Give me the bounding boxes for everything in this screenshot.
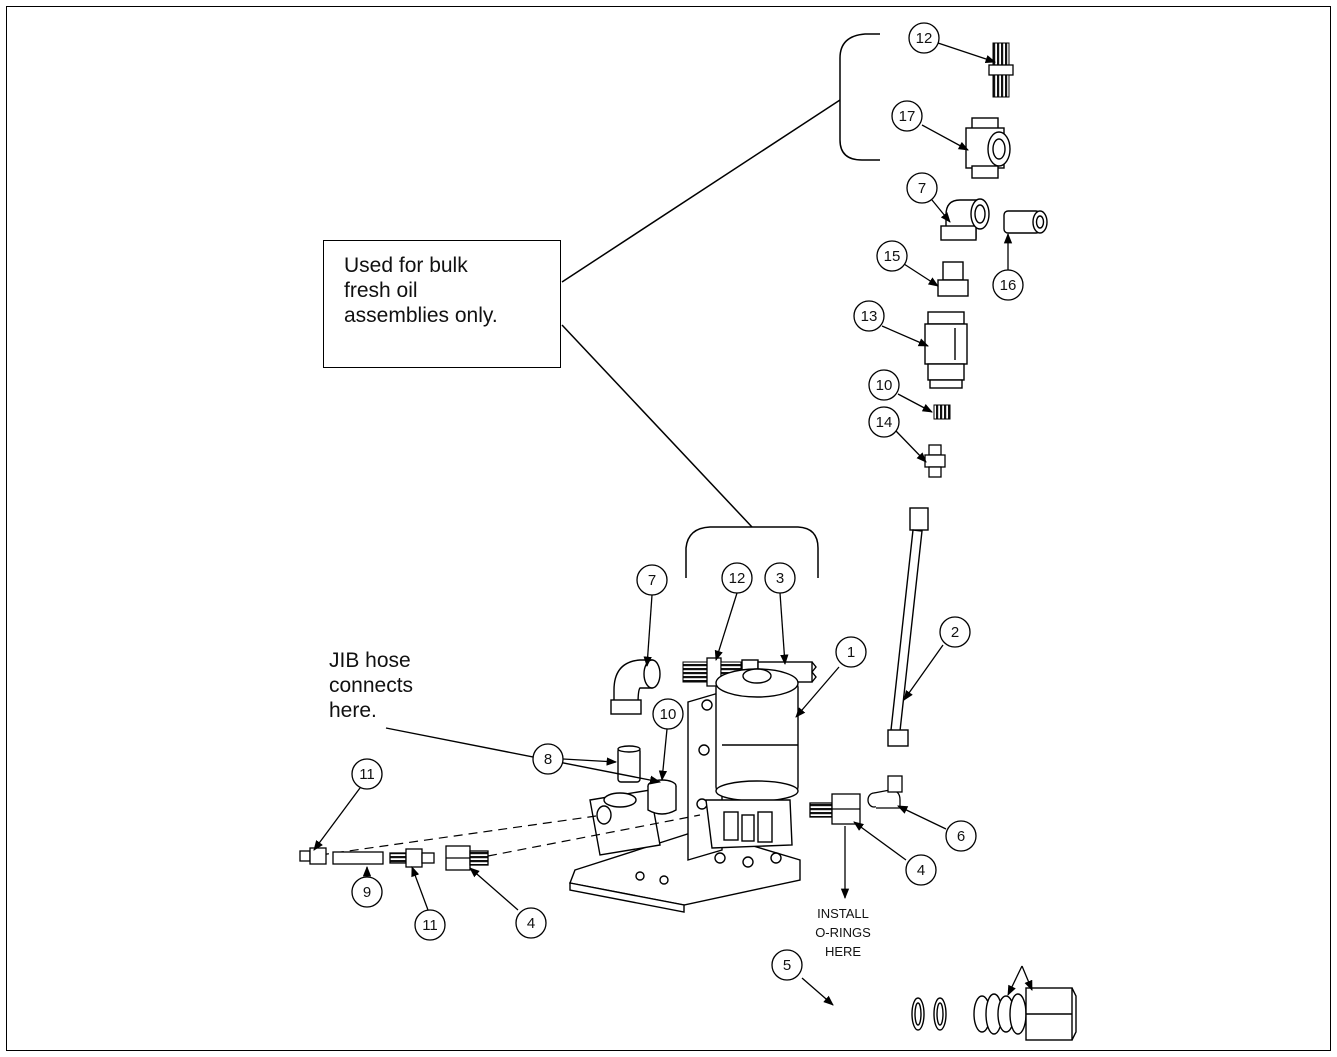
- o-ring-detail: [911, 987, 1077, 1041]
- part-4-left-nut: [445, 845, 489, 871]
- balloon-label: 14: [876, 414, 893, 431]
- balloon-14: 14: [868, 406, 900, 438]
- balloon-1: 1: [835, 636, 867, 668]
- upper-bracket: [839, 33, 880, 161]
- balloon-12-upper: 12: [908, 22, 940, 54]
- balloon-label: 3: [776, 570, 784, 587]
- part-10-upper-bushing: [933, 404, 951, 420]
- balloon-12-lower: 12: [721, 562, 753, 594]
- balloon-label: 12: [729, 570, 746, 587]
- dashed-assembly-lines: [319, 814, 701, 857]
- part-16-coupling: [1003, 210, 1048, 234]
- install-o-rings-note: INSTALL O-RINGS HERE: [798, 904, 888, 961]
- balloon-6: 6: [945, 820, 977, 852]
- balloon-label: 9: [363, 884, 371, 901]
- leader-lower: [561, 324, 753, 528]
- part-8-sleeve: [617, 745, 641, 783]
- part-4-right-nut: [809, 793, 861, 825]
- balloon-3: 3: [764, 562, 796, 594]
- jib-hose-note: JIB hose connects here.: [329, 648, 413, 723]
- balloon-label: 10: [660, 706, 677, 723]
- note-line: fresh oil: [344, 279, 418, 302]
- balloon-label: 5: [783, 957, 791, 974]
- part-17-tee: [965, 117, 1011, 179]
- part-13-check-valve: [924, 311, 968, 389]
- install-note-line: HERE: [824, 944, 862, 959]
- balloon-4-left: 4: [515, 907, 547, 939]
- note-line: Used for bulk: [344, 254, 468, 277]
- balloon-label: 16: [1000, 277, 1017, 294]
- balloon-label: 4: [527, 915, 535, 932]
- balloon-17: 17: [891, 100, 923, 132]
- balloon-10-lower: 10: [652, 698, 684, 730]
- balloon-8: 8: [532, 743, 564, 775]
- balloon-label: 8: [544, 751, 552, 768]
- balloon-leaders: [313, 42, 1033, 1006]
- balloon-16: 16: [992, 269, 1024, 301]
- bulk-oil-note-text: Used for bulk fresh oil assemblies only.: [344, 253, 498, 328]
- balloon-15: 15: [876, 240, 908, 272]
- balloon-7-lower: 7: [636, 564, 668, 596]
- pump-assembly: [569, 668, 801, 913]
- balloon-label: 7: [918, 180, 926, 197]
- balloon-label: 4: [917, 862, 925, 879]
- balloon-label: 12: [916, 30, 933, 47]
- balloon-label: 2: [951, 624, 959, 641]
- balloon-label: 7: [648, 572, 656, 589]
- part-6-elbow-fitting: [867, 775, 903, 809]
- part-11-left-fitting: [299, 847, 327, 865]
- item-balloons: 12 17 7 15 16 13 10 14 2 7 12 3 1 8 10 1…: [351, 22, 1024, 981]
- lower-bracket: [685, 526, 819, 578]
- balloon-label: 6: [957, 828, 965, 845]
- balloon-label: 11: [422, 917, 438, 934]
- balloon-9: 9: [351, 876, 383, 908]
- balloon-10-upper: 10: [868, 369, 900, 401]
- balloon-11-right: 11: [414, 909, 446, 941]
- part-11-right-fitting: [389, 848, 435, 868]
- part-14-fitting: [924, 444, 946, 478]
- balloon-label: 11: [359, 766, 375, 783]
- balloon-2: 2: [939, 616, 971, 648]
- jib-note-line: here.: [329, 699, 377, 722]
- part-12-upper-nipple: [988, 42, 1014, 98]
- part-2-hose: [887, 507, 929, 747]
- part-9-tube: [332, 851, 384, 865]
- part-7-upper-elbow: [940, 198, 990, 241]
- balloon-11-left: 11: [351, 758, 383, 790]
- balloon-13: 13: [853, 300, 885, 332]
- install-note-line: INSTALL: [817, 906, 869, 921]
- note-line: assemblies only.: [344, 304, 498, 327]
- jib-hose-leader: [385, 727, 662, 785]
- balloon-label: 15: [884, 248, 901, 265]
- part-15-adapter: [937, 261, 969, 297]
- balloon-label: 10: [876, 377, 893, 394]
- part-7-lower-elbow: [610, 659, 661, 715]
- balloon-7-upper: 7: [906, 172, 938, 204]
- balloon-4-right: 4: [905, 854, 937, 886]
- balloon-label: 17: [899, 108, 916, 125]
- jib-note-line: connects: [329, 674, 414, 697]
- balloon-label: 1: [847, 644, 855, 661]
- balloon-5: 5: [771, 949, 803, 981]
- install-note-line: O-RINGS: [815, 925, 871, 940]
- jib-note-line: JIB hose: [329, 649, 411, 672]
- bulk-oil-note-box: Used for bulk fresh oil assemblies only.: [323, 240, 561, 368]
- balloon-label: 13: [861, 308, 878, 325]
- leader-upper: [561, 99, 841, 283]
